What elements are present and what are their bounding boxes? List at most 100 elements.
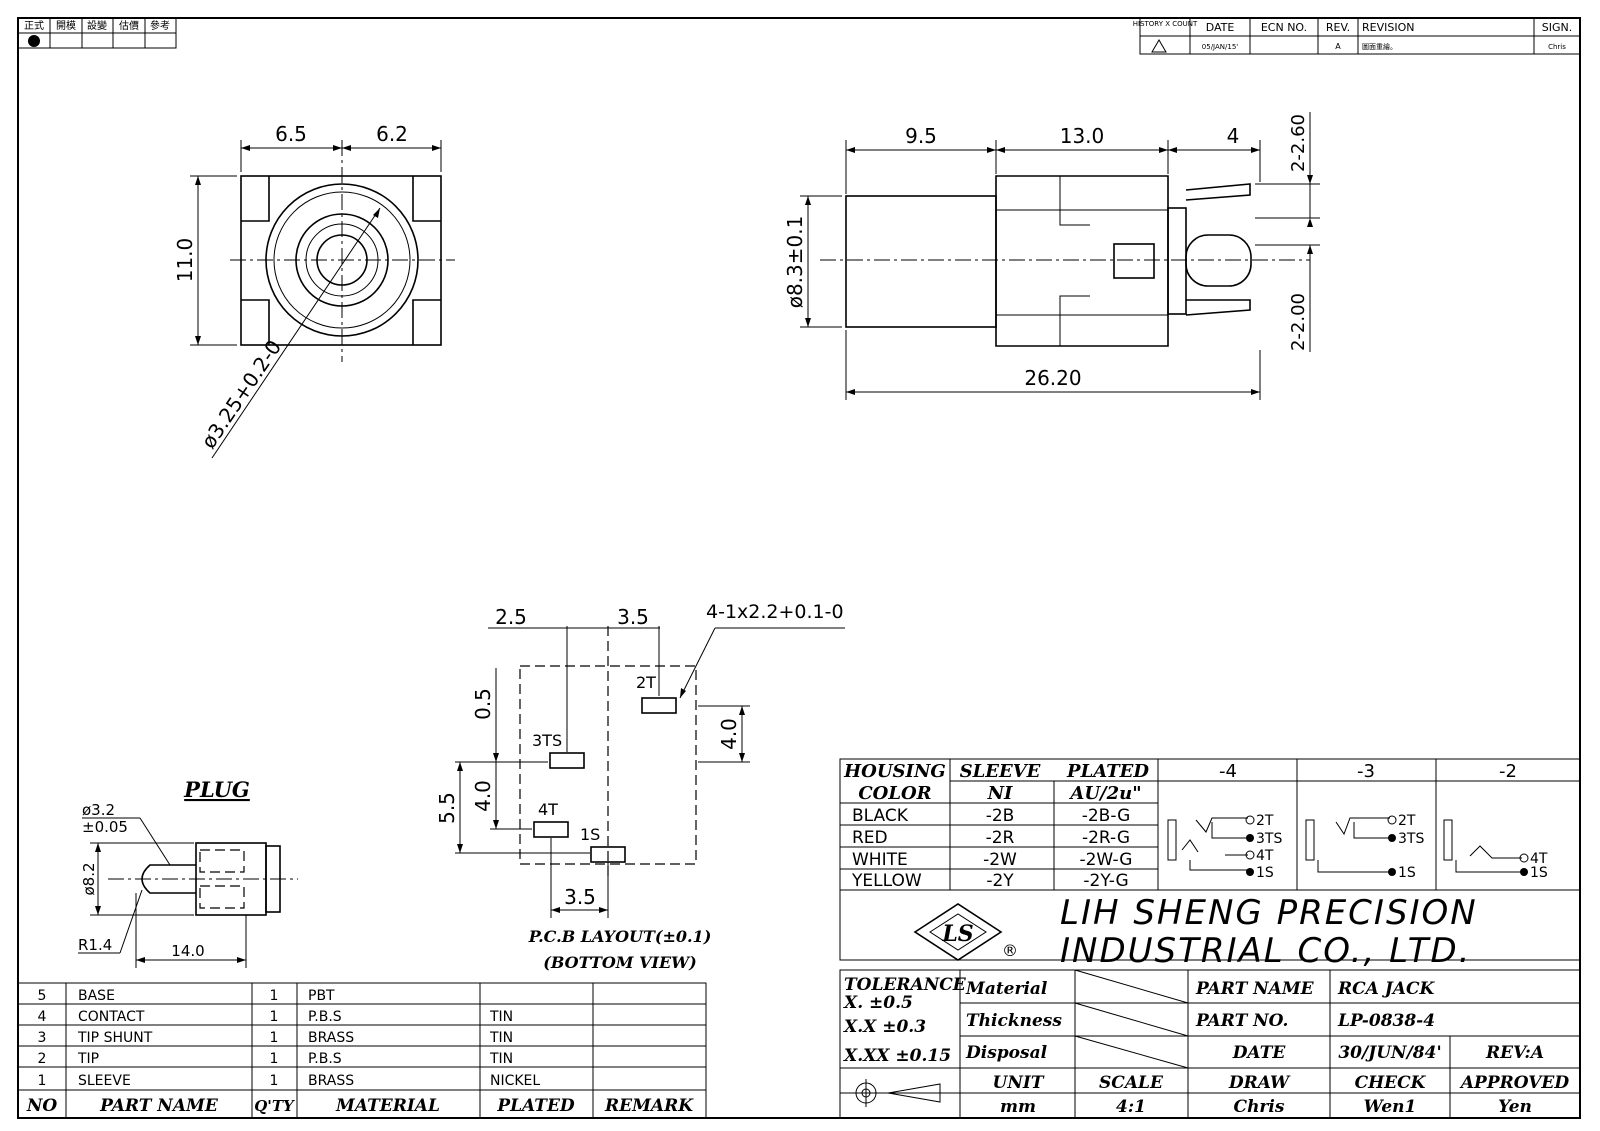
color-name: RED — [852, 828, 888, 848]
stamp-formal-mark — [28, 35, 40, 47]
rev-row-sign: Chris — [1548, 43, 1566, 51]
side-dim-c: 4 — [1227, 124, 1240, 148]
bom-header-material: MATERIAL — [335, 1096, 440, 1116]
front-dim-left: 6.5 — [275, 122, 307, 146]
bom-header-plated: PLATED — [496, 1096, 575, 1116]
company-block: LS ® LIH SHENG PRECISION INDUSTRIAL CO.,… — [839, 889, 1581, 971]
color-row: BLACK -2B -2B-G — [852, 806, 1130, 826]
company-name-line2: INDUSTRIAL CO., LTD. — [1060, 931, 1471, 971]
color-ni: -2R — [986, 828, 1015, 848]
color-ni: -2Y — [986, 871, 1014, 891]
variant-3: -3 — [1357, 761, 1375, 782]
sch2-4t: 4T — [1530, 851, 1548, 867]
bom-qty: 1 — [270, 1009, 279, 1025]
part-no-label: PART NO. — [1195, 1011, 1288, 1031]
disposal-label: Disposal — [965, 1043, 1048, 1063]
pad-2t — [641, 697, 677, 714]
stamp-formal: 正式 — [24, 19, 44, 32]
color-row: YELLOW -2Y -2Y-G — [851, 871, 1129, 891]
bom-name: TIP SHUNT — [77, 1030, 153, 1046]
revision-triangle-icon — [1151, 39, 1167, 53]
front-view: 6.5 6.2 11.0 ø3.25+0.2-0 — [173, 122, 455, 459]
rev-row-rev: A — [1335, 42, 1341, 51]
sch2-1s: 1S — [1530, 865, 1548, 881]
title-block: TOLERANCE X. ±0.5 X.X ±0.3 X.XX ±0.15 Ma… — [839, 969, 1581, 1119]
side-view: 9.5 13.0 4 26.20 ø8.3±0.1 2-2.60 2-2.00 — [783, 112, 1320, 400]
color-header-ni: NI — [987, 783, 1013, 804]
pcb-dim-25: 2.5 — [495, 605, 527, 629]
bom-no: 3 — [38, 1030, 47, 1046]
color-header-au: AU/2u" — [1068, 783, 1141, 804]
color-name: YELLOW — [851, 871, 922, 891]
bom-no: 2 — [38, 1051, 47, 1067]
sheet-border — [17, 17, 1581, 1119]
scale-label: SCALE — [1099, 1073, 1164, 1093]
variant-4: -4 — [1219, 761, 1237, 782]
bom-row: 1 SLEEVE 1 BRASS NICKEL — [38, 1073, 541, 1089]
bom-qty: 1 — [270, 1073, 279, 1089]
schematic-variant-4: 2T 3TS 4T 1S — [1167, 813, 1282, 881]
bom-no: 4 — [38, 1009, 47, 1025]
plug-dim-length: 14.0 — [171, 942, 204, 960]
sch4-3ts: 3TS — [1256, 831, 1282, 847]
bom-no: 1 — [38, 1073, 47, 1089]
bom-row: 5 BASE 1 PBT — [38, 988, 336, 1004]
side-dim-total: 26.20 — [1024, 366, 1081, 390]
pcb-pin-3ts: 3TS — [532, 731, 562, 750]
rev-value: REV:A — [1485, 1043, 1544, 1063]
draw-value: Chris — [1234, 1097, 1285, 1117]
sch4-2t: 2T — [1256, 813, 1274, 829]
bom-header-no: NO — [26, 1096, 58, 1116]
variant-2: -2 — [1499, 761, 1517, 782]
pcb-title: P.C.B LAYOUT(±0.1) — [528, 927, 712, 946]
color-name: BLACK — [852, 806, 909, 826]
rev-header-date: DATE — [1206, 21, 1235, 34]
color-au: -2W-G — [1079, 850, 1132, 870]
date-value: 30/JUN/84' — [1338, 1043, 1441, 1063]
color-header-color: COLOR — [858, 783, 931, 804]
bom-material: P.B.S — [308, 1051, 342, 1067]
bom-header-qty: Q'TY — [254, 1097, 295, 1115]
bom-no: 5 — [38, 988, 47, 1004]
bom-qty: 1 — [270, 988, 279, 1004]
color-table: HOUSING COLOR SLEEVE PLATED NI AU/2u" BL… — [839, 758, 1581, 891]
plug-dim-radius: R1.4 — [78, 936, 112, 954]
sch3-2t: 2T — [1398, 813, 1416, 829]
stamp-header: 正式 開模 設變 估價 參考 — [17, 17, 177, 49]
side-dim-pin-top: 2-2.60 — [1288, 114, 1309, 172]
pcb-pin-1s: 1S — [580, 825, 600, 844]
pcb-dim-35-bottom: 3.5 — [564, 885, 596, 909]
part-name-value: RCA JACK — [1337, 979, 1436, 999]
color-ni: -2W — [983, 850, 1017, 870]
bom-material: PBT — [308, 988, 335, 1004]
draw-label: DRAW — [1228, 1073, 1291, 1093]
scale-value: 4:1 — [1116, 1097, 1146, 1117]
logo-text: LS — [941, 921, 973, 947]
rev-header-sign: SIGN. — [1542, 21, 1572, 34]
color-header-plated: PLATED — [1066, 761, 1149, 782]
bom-qty: 1 — [270, 1051, 279, 1067]
front-dim-right: 6.2 — [376, 122, 408, 146]
bom-row: 3 TIP SHUNT 1 BRASS TIN — [38, 1030, 514, 1046]
bom-name: BASE — [78, 988, 115, 1004]
pad-3ts — [549, 752, 585, 769]
front-dim-hole: ø3.25+0.2-0 — [196, 336, 286, 453]
company-logo: LS — [913, 903, 1003, 961]
rev-row-date: 05/JAN/15' — [1202, 43, 1238, 51]
part-no-value: LP-0838-4 — [1337, 1011, 1435, 1031]
side-dim-b: 13.0 — [1060, 124, 1105, 148]
pcb-dim-40-right: 4.0 — [717, 718, 741, 750]
plug-dim-tol: ±0.05 — [82, 818, 128, 836]
company-name-line1: LIH SHENG PRECISION — [1060, 893, 1478, 933]
date-label: DATE — [1232, 1043, 1287, 1063]
tolerance-label: TOLERANCE — [844, 975, 967, 995]
bom-plated: TIN — [489, 1051, 513, 1067]
tolerance-xx: X.X ±0.3 — [843, 1017, 926, 1037]
color-au: -2B-G — [1082, 806, 1131, 826]
stamp-mold: 開模 — [56, 20, 76, 32]
check-label: CHECK — [1355, 1073, 1427, 1093]
stamp-quote: 估價 — [119, 19, 139, 32]
plug-title: PLUG — [183, 777, 250, 802]
rev-header-ecn: ECN NO. — [1261, 21, 1307, 34]
plug-view: PLUG ø3.2 ±0.05 ø8.2 R1.4 14.0 — [78, 777, 298, 968]
